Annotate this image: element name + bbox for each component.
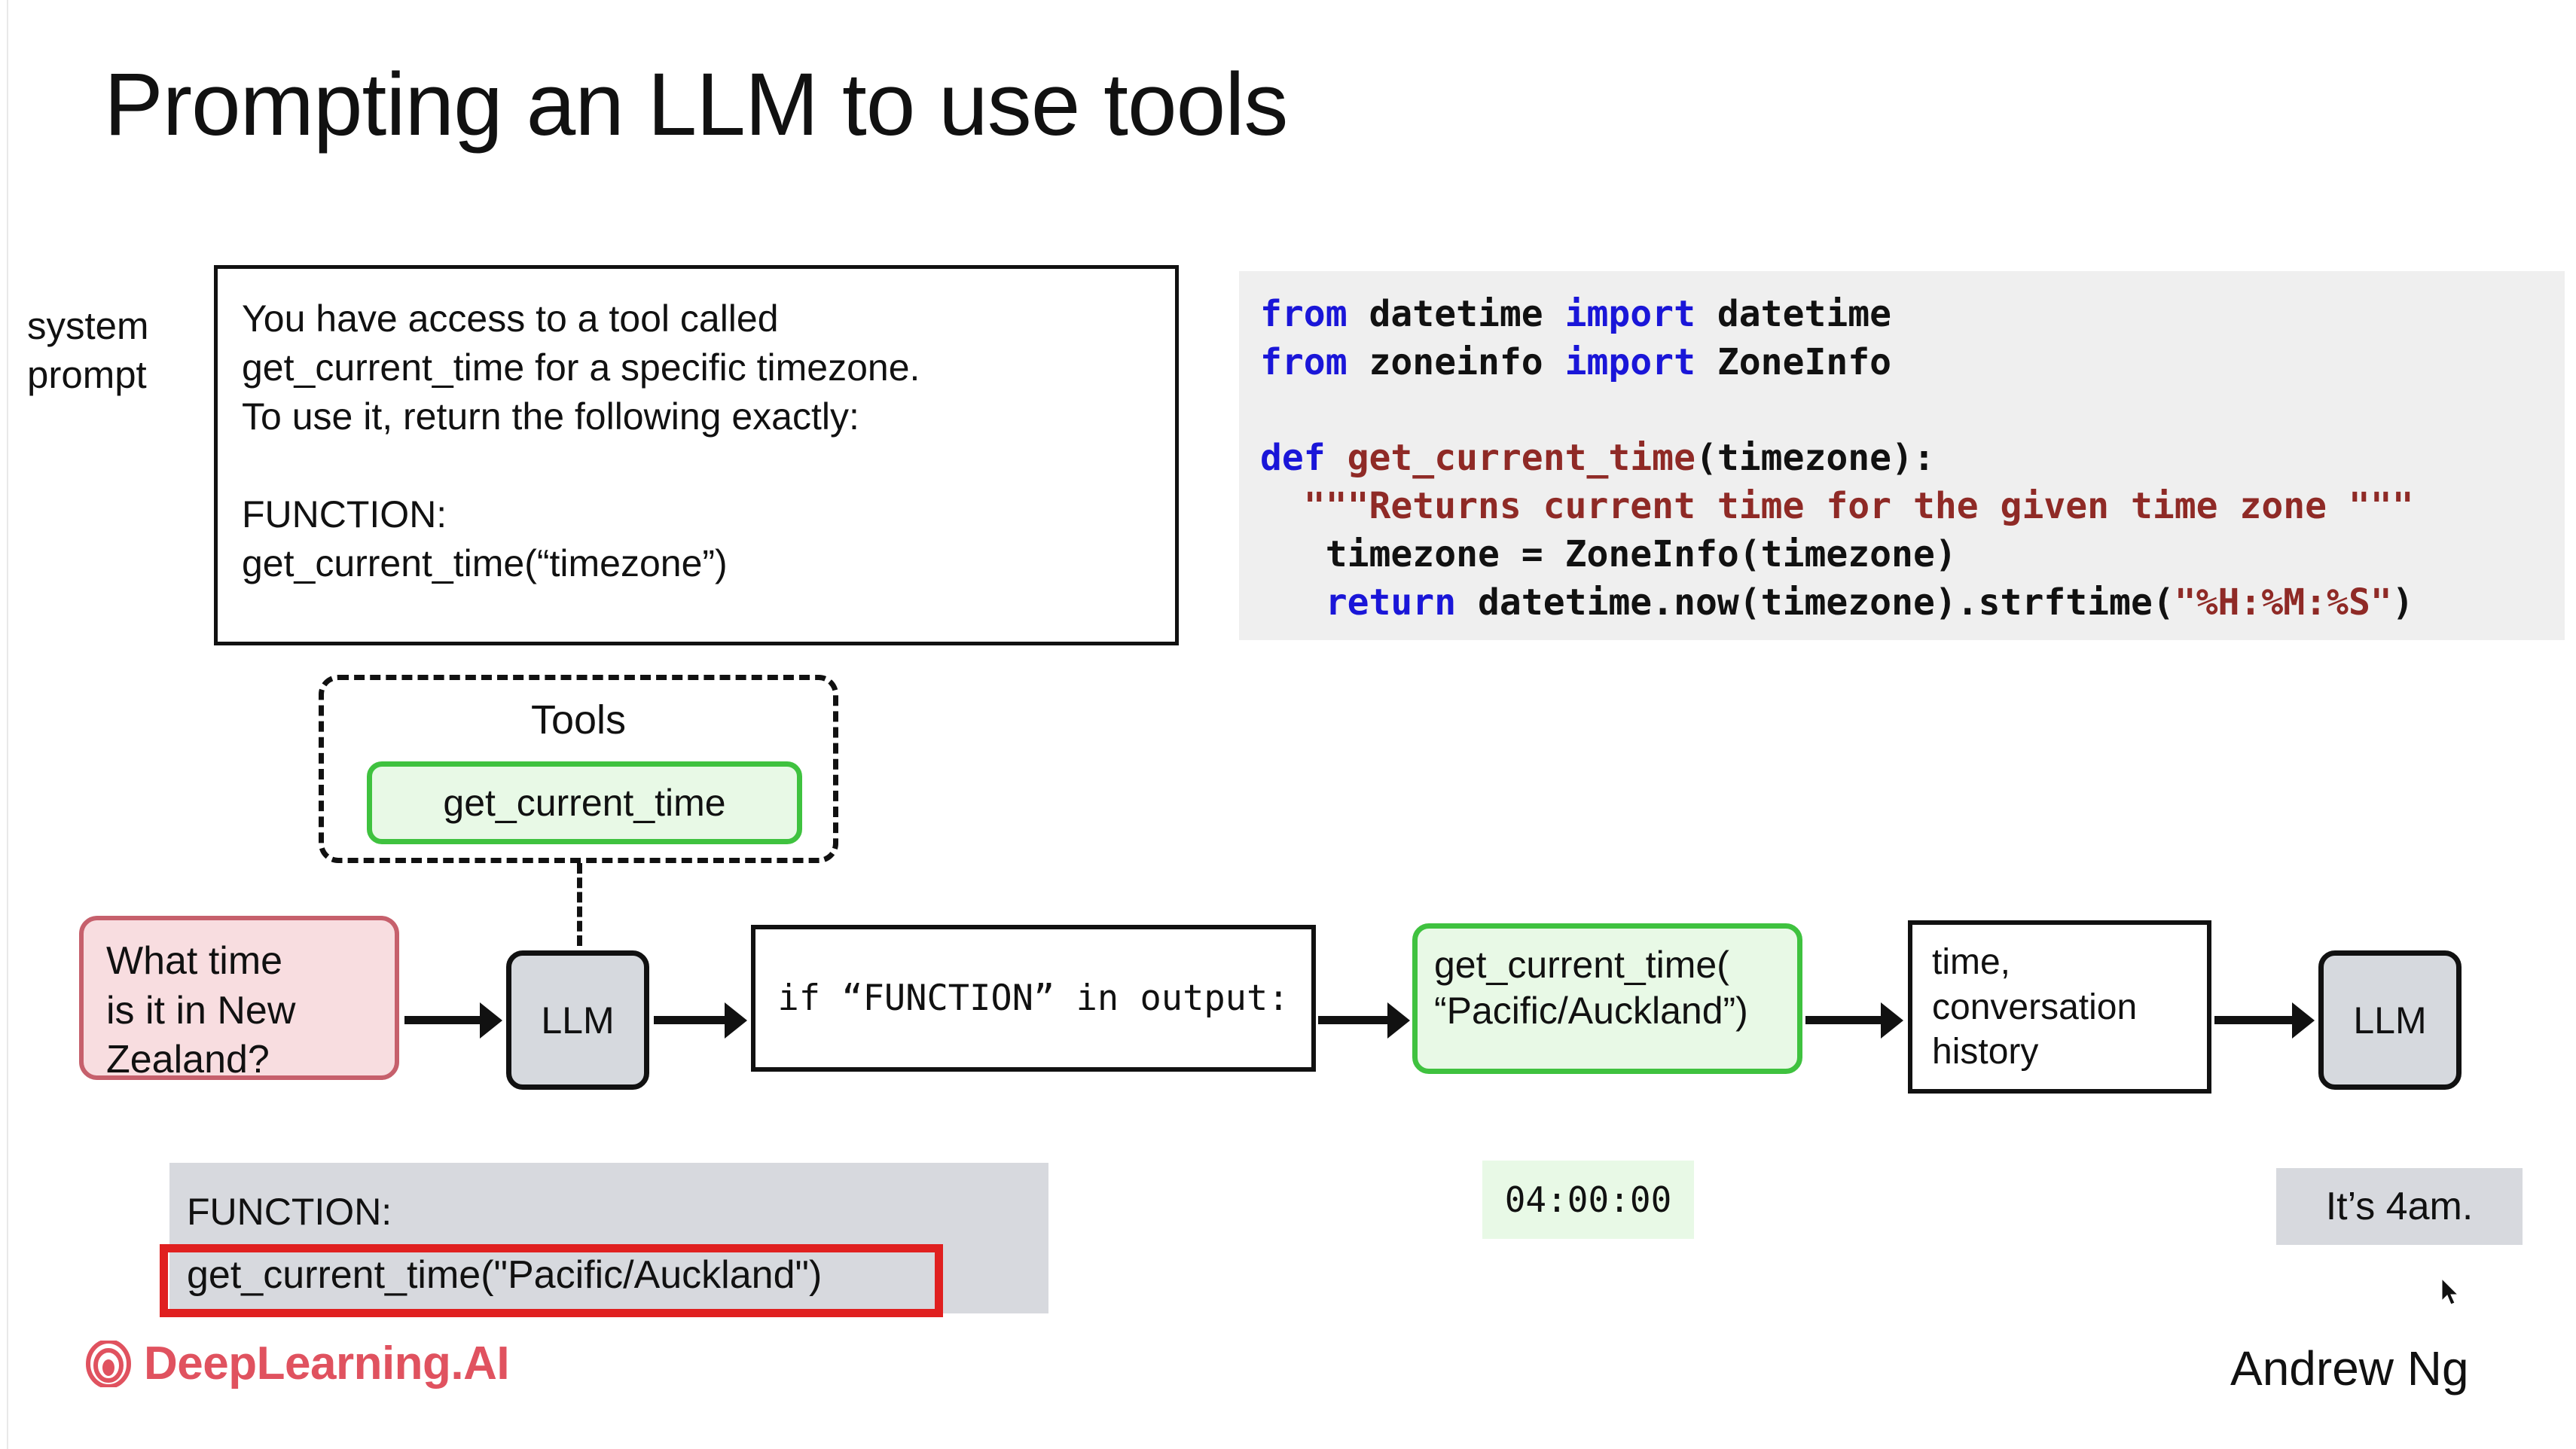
- code-docstring: """Returns current time for the given ti…: [1260, 485, 2414, 528]
- condition-box: if “FUNCTION” in output:: [751, 925, 1316, 1072]
- code-panel: from datetime import datetime from zonei…: [1239, 271, 2565, 640]
- time-result-text: 04:00:00: [1504, 1179, 1672, 1220]
- code-name-zoneinfo: ZoneInfo: [1695, 340, 1892, 383]
- code-keyword-from-2: from: [1260, 340, 1348, 383]
- code-format-string: "%H:%M:%S": [2174, 581, 2392, 624]
- code-module-datetime: datetime: [1347, 293, 1565, 335]
- tools-to-llm-connector: [577, 863, 582, 946]
- time-result-chip: 04:00:00: [1482, 1161, 1694, 1239]
- user-question-box: What time is it in New Zealand?: [79, 916, 399, 1081]
- tools-container: Tools get_current_time: [319, 675, 838, 863]
- history-text: time, conversation history: [1932, 942, 2138, 1072]
- slide-frame-edge: [7, 0, 8, 1449]
- code-keyword-return: return: [1260, 581, 1457, 624]
- arrow-history-to-llm: [2214, 1016, 2295, 1024]
- brand-name: DeepLearning.AI: [144, 1338, 510, 1390]
- final-reply-text: It’s 4am.: [2325, 1185, 2474, 1228]
- final-reply-chip: It’s 4am.: [2276, 1168, 2523, 1245]
- code-module-zoneinfo: zoneinfo: [1347, 340, 1565, 383]
- brand-logo: DeepLearning.AI: [85, 1337, 510, 1390]
- deeplearning-ring-icon: [86, 1340, 131, 1387]
- code-keyword-import-1: import: [1564, 293, 1695, 335]
- condition-text: if “FUNCTION” in output:: [777, 978, 1290, 1019]
- arrow-condition-to-call: [1318, 1016, 1390, 1024]
- code-block: from datetime import datetime from zonei…: [1260, 291, 2414, 627]
- system-prompt-label: system prompt: [27, 304, 149, 397]
- code-function-name: get_current_time: [1325, 437, 1695, 480]
- llm-box-second: LLM: [2318, 950, 2462, 1090]
- system-prompt-text: You have access to a tool called get_cur…: [242, 297, 920, 584]
- user-question-text: What time is it in New Zealand?: [106, 939, 296, 1082]
- history-box: time, conversation history: [1908, 920, 2211, 1094]
- function-output-highlight: [160, 1244, 943, 1317]
- function-call-text: get_current_time( “Pacific/Auckland”): [1434, 944, 1748, 1032]
- arrow-llm-to-condition: [654, 1016, 728, 1024]
- code-return-expression: datetime.now(timezone).strftime(: [1456, 581, 2175, 624]
- function-output-label: FUNCTION:: [187, 1191, 392, 1233]
- mouse-cursor-icon: [2441, 1278, 2459, 1305]
- code-keyword-import-2: import: [1564, 340, 1695, 383]
- code-assign-timezone: timezone = ZoneInfo(timezone): [1260, 533, 1957, 576]
- tool-chip-get-current-time[interactable]: get_current_time: [367, 761, 802, 844]
- code-function-params: (timezone):: [1695, 437, 1935, 480]
- code-return-tail: ): [2391, 581, 2414, 624]
- code-keyword-from-1: from: [1260, 293, 1348, 335]
- tools-title: Tools: [530, 697, 627, 743]
- author-name: Andrew Ng: [2230, 1341, 2469, 1396]
- system-prompt-box: You have access to a tool called get_cur…: [214, 265, 1179, 645]
- function-call-box: get_current_time( “Pacific/Auckland”): [1412, 923, 1802, 1074]
- page-title: Prompting an LLM to use tools: [104, 55, 1288, 154]
- code-keyword-def: def: [1260, 437, 1326, 480]
- code-name-datetime: datetime: [1695, 293, 1892, 335]
- function-output-band: [169, 1163, 1048, 1313]
- arrow-call-to-history: [1805, 1016, 1884, 1024]
- arrow-question-to-llm: [404, 1016, 483, 1024]
- llm-box-first: LLM: [506, 950, 649, 1090]
- function-output-call: get_current_time("Pacific/Auckland"): [187, 1253, 823, 1297]
